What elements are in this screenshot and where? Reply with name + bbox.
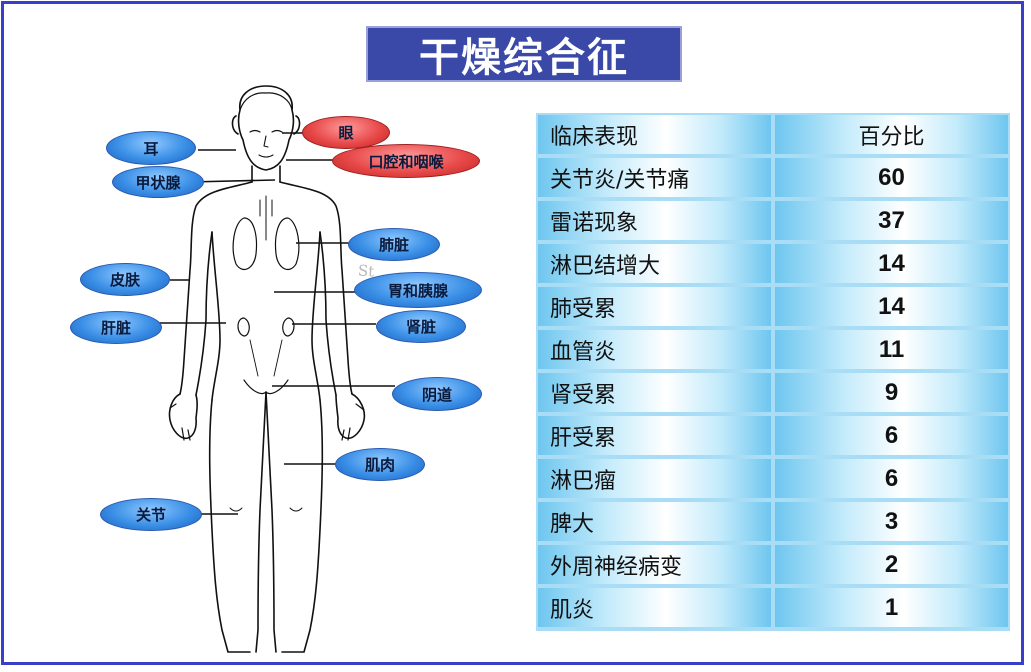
- table-row: 肌炎 1: [536, 586, 1010, 629]
- row-value: 3: [775, 502, 1008, 541]
- label-thyroid: 甲状腺: [112, 166, 204, 198]
- table-row: 外周神经病变 2: [536, 543, 1010, 586]
- row-value: 37: [775, 201, 1008, 240]
- row-name: 肺受累: [538, 287, 771, 326]
- label-vagina: 阴道: [392, 377, 482, 411]
- row-value: 9: [775, 373, 1008, 412]
- label-muscle: 肌肉: [335, 448, 425, 481]
- table-row: 肺受累 14: [536, 285, 1010, 328]
- lungs-outline: [232, 217, 300, 271]
- table-row: 淋巴结增大 14: [536, 242, 1010, 285]
- header-percentage: 百分比: [775, 115, 1008, 154]
- table-row: 血管炎 11: [536, 328, 1010, 371]
- row-value: 6: [775, 459, 1008, 498]
- table-row: 淋巴瘤 6: [536, 457, 1010, 500]
- row-value: 2: [775, 545, 1008, 584]
- row-name: 淋巴结增大: [538, 244, 771, 283]
- row-value: 11: [775, 330, 1008, 369]
- label-ear: 耳: [106, 131, 196, 165]
- header-clinical-manifestation: 临床表现: [538, 115, 771, 154]
- table-row: 脾大 3: [536, 500, 1010, 543]
- label-joint: 关节: [100, 498, 202, 531]
- row-name: 外周神经病变: [538, 545, 771, 584]
- row-value: 1: [775, 588, 1008, 627]
- kidneys-outline: [237, 317, 295, 337]
- table-row: 雷诺现象 37: [536, 199, 1010, 242]
- label-eye: 眼: [302, 116, 390, 149]
- row-value: 6: [775, 416, 1008, 455]
- row-name: 肝受累: [538, 416, 771, 455]
- label-skin: 皮肤: [80, 263, 170, 296]
- body-outline-figure: [158, 85, 395, 653]
- table-row: 关节炎/关节痛 60: [536, 156, 1010, 199]
- label-lung: 肺脏: [348, 228, 440, 261]
- label-kidney: 肾脏: [376, 310, 466, 343]
- row-name: 雷诺现象: [538, 201, 771, 240]
- table-header-row: 临床表现 百分比: [536, 113, 1010, 156]
- table-row: 肝受累 6: [536, 414, 1010, 457]
- row-value: 14: [775, 287, 1008, 326]
- label-mouth-throat: 口腔和咽喉: [332, 144, 480, 178]
- row-name: 肾受累: [538, 373, 771, 412]
- head-outline: [237, 85, 295, 171]
- slide-title: 干燥综合征: [366, 26, 682, 82]
- row-value: 60: [775, 158, 1008, 197]
- row-name: 血管炎: [538, 330, 771, 369]
- label-stomach-pancreas: 胃和胰腺: [354, 272, 482, 308]
- row-name: 关节炎/关节痛: [538, 158, 771, 197]
- label-liver: 肝脏: [70, 311, 162, 344]
- row-value: 14: [775, 244, 1008, 283]
- row-name: 脾大: [538, 502, 771, 541]
- row-name: 淋巴瘤: [538, 459, 771, 498]
- clinical-manifestations-table: 临床表现 百分比 关节炎/关节痛 60 雷诺现象 37 淋巴结增大 14 肺受累…: [536, 113, 1010, 631]
- table-row: 肾受累 9: [536, 371, 1010, 414]
- row-name: 肌炎: [538, 588, 771, 627]
